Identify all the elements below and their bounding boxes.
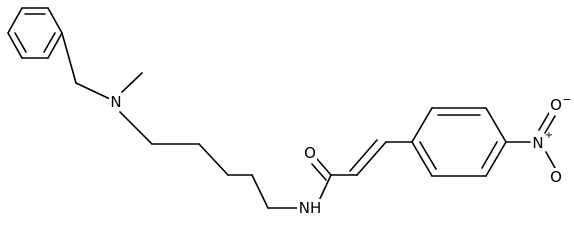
bond	[251, 174, 269, 209]
bond	[485, 107, 507, 143]
amide-nh-label: NH	[299, 199, 322, 217]
atom-label-background	[303, 144, 317, 162]
bond	[411, 141, 433, 177]
atom-label-background	[549, 96, 563, 114]
bond	[538, 112, 550, 131]
atom-label-background	[109, 93, 123, 111]
bond	[7, 32, 23, 59]
bond	[317, 174, 332, 204]
nitro-oxide-label: O	[550, 168, 562, 186]
nitro-positive-charge: +	[545, 130, 553, 141]
bond	[419, 141, 437, 170]
nitro-negative-charge: −	[562, 93, 571, 106]
bond	[47, 7, 63, 34]
bond	[316, 158, 332, 176]
nitro-oxygen-label: O	[550, 96, 562, 114]
bond	[544, 115, 556, 134]
bond	[481, 141, 498, 169]
bond	[61, 32, 77, 84]
bond	[14, 32, 27, 53]
bond	[311, 163, 327, 181]
bond	[43, 32, 56, 53]
bond	[356, 141, 387, 176]
bond	[349, 139, 378, 172]
carbonyl-oxygen-label: O	[304, 144, 316, 162]
atom-label-background	[549, 168, 563, 186]
nitro-nitrogen-label: N	[532, 134, 543, 152]
bond	[545, 151, 556, 169]
bond	[411, 107, 433, 143]
atom-label-background	[531, 134, 545, 152]
bond	[485, 141, 507, 177]
atom-label-background	[297, 199, 323, 217]
molecule-structure: N NH O N + O O −	[7, 7, 572, 217]
bond	[121, 72, 143, 93]
bond	[7, 7, 23, 34]
bond-lines	[7, 7, 556, 209]
atom-labels: N NH O N + O O −	[109, 93, 572, 217]
bond	[75, 82, 111, 100]
amine-nitrogen-label: N	[110, 93, 121, 111]
bond	[119, 111, 153, 145]
bond	[198, 143, 229, 176]
bond	[47, 32, 63, 59]
